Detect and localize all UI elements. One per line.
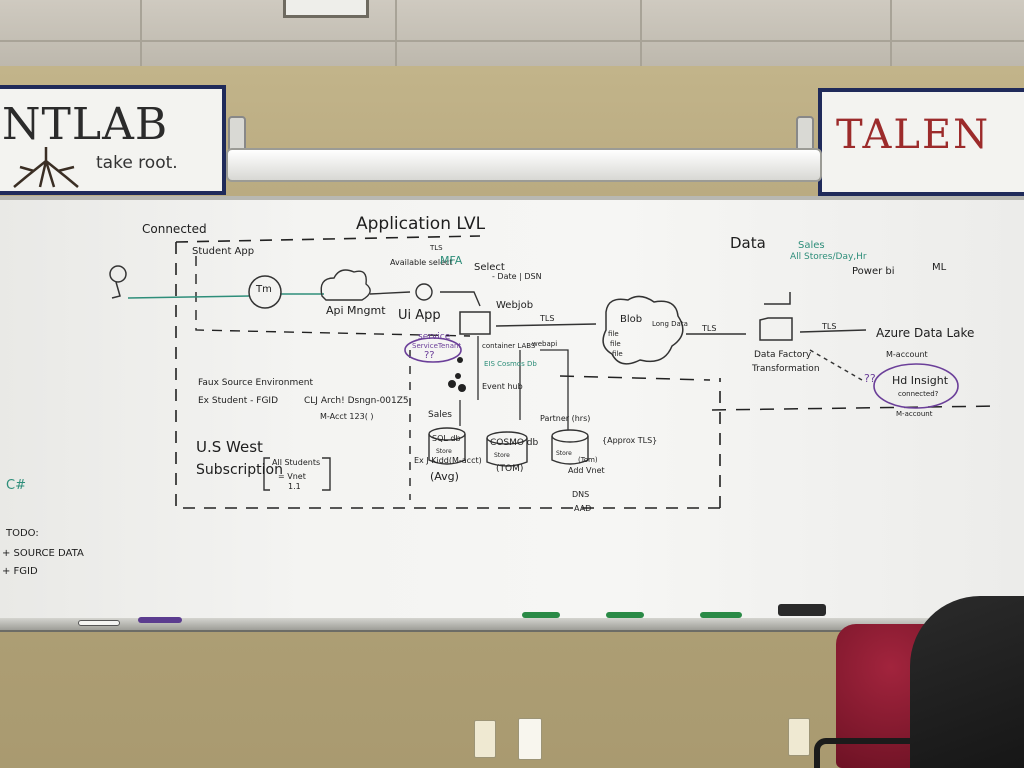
avg-label: (Avg) — [430, 470, 459, 483]
add-vnet-label: Add Vnet — [568, 466, 605, 475]
file-label: file — [608, 330, 619, 338]
ceiling-tile-seam — [395, 0, 397, 66]
csharp-label: C# — [6, 478, 26, 493]
file-label: file — [610, 340, 621, 348]
ex-kidd-label: Ex J Kidd(M-acct) — [414, 456, 482, 465]
eraser[interactable] — [778, 604, 826, 616]
hd-insight-label: Hd Insight — [892, 374, 949, 387]
right-banner: TALEN — [818, 88, 1024, 196]
question-label: ?? — [424, 350, 435, 361]
transformation-label: Transformation — [752, 364, 820, 374]
long-data-label: Long Data — [652, 320, 688, 328]
connected-label: Connected — [142, 222, 207, 236]
marker[interactable] — [78, 620, 120, 626]
m-account-label: M-account — [886, 350, 928, 359]
api-mgmt-label: Api Mngmt — [326, 304, 386, 317]
marker[interactable] — [700, 612, 742, 618]
all-stores-label: All Stores/Day,Hr — [790, 252, 867, 262]
ml-label: ML — [932, 262, 947, 273]
todo-fgid-label: + FGID — [2, 566, 38, 577]
partner-label: Partner (hrs) — [540, 414, 591, 423]
approx-tls-label: {Approx TLS} — [602, 436, 658, 445]
ex-student-label: Ex Student - FGID — [198, 396, 279, 406]
todo-label: TODO: — [6, 528, 39, 539]
data-title: Data — [730, 234, 766, 252]
aad-label: AAD — [574, 504, 592, 513]
tls-label: TLS — [540, 314, 555, 323]
tm-label: Tm — [256, 284, 272, 295]
application-level-title: Application LVL — [356, 214, 486, 234]
marker[interactable] — [522, 612, 560, 618]
ceiling-tile-seam — [0, 40, 1024, 42]
connected-question-label: connected? — [898, 390, 939, 398]
left-banner: NTLAB take root. — [0, 85, 226, 195]
service-tenant-label: ServiceTenant — [412, 342, 462, 350]
available-select-label: Available select — [390, 258, 453, 267]
m-acct-label: M-Acct 123( ) — [320, 412, 374, 421]
select-label: Select — [474, 262, 505, 273]
tls-label: TLS — [822, 322, 837, 331]
eis-cosmos-label: EIS Cosmos Db — [484, 360, 537, 368]
question-label: ?? — [864, 372, 876, 385]
azure-data-lake-label: Azure Data Lake — [876, 326, 975, 340]
tls-label: TLS — [702, 324, 717, 333]
blob-label: Blob — [620, 314, 643, 325]
m-account-label: M-account — [896, 410, 933, 418]
sql-db-label: SQL db — [432, 434, 461, 443]
webjob-label: Webjob — [496, 300, 534, 311]
todo-source-data-label: + SOURCE DATA — [2, 548, 84, 559]
event-hub-label: Event hub — [482, 382, 523, 391]
projector-screen-housing — [226, 148, 822, 182]
vnet-version-label: 1.1 — [288, 482, 301, 491]
date-dsn-label: - Date | DSN — [492, 272, 542, 281]
cosmo-db-label: COSMO db — [490, 438, 539, 448]
dns-label: DNS — [572, 490, 590, 499]
roots-icon — [13, 147, 79, 188]
sales-label: Sales — [798, 240, 825, 251]
ceiling — [0, 0, 1024, 66]
wall-plate — [474, 720, 496, 758]
whiteboard: Connected Student App Application LVL Tm… — [0, 196, 1024, 622]
file-label: file — [612, 350, 623, 358]
ceiling-tile-seam — [640, 0, 642, 66]
marker-tray — [0, 618, 980, 632]
service-label: service — [418, 332, 451, 342]
power-outlet — [518, 718, 542, 760]
sales-db-label: Sales — [428, 410, 452, 420]
ui-app-label: Ui App — [398, 308, 441, 323]
tls-label: TLS — [430, 244, 443, 252]
store-label: Store — [556, 450, 572, 457]
subscription-label: Subscription — [196, 462, 283, 478]
power-bi-label: Power bi — [852, 266, 895, 277]
left-banner-logo: NTLAB — [2, 99, 169, 150]
all-students-label: All Students — [272, 458, 321, 467]
store-label: Store — [494, 452, 510, 459]
tom-label: (TOM) — [496, 464, 524, 474]
container-labs-label: container LABS — [482, 342, 536, 350]
right-banner-logo: TALEN — [836, 112, 991, 158]
ceiling-tile-seam — [890, 0, 892, 66]
whiteboard-drawing — [109, 235, 1001, 509]
us-west-label: U.S West — [196, 438, 263, 456]
left-banner-tagline: take root. — [96, 153, 178, 173]
ceiling-light — [283, 0, 369, 18]
data-factory-label: Data Factory — [754, 350, 812, 360]
mfa-label: MFA — [440, 254, 463, 267]
ceiling-tile-seam — [140, 0, 142, 66]
clj-arch-label: CLJ Arch! Dsngn-001Z5 — [304, 396, 409, 406]
vnet-label: = Vnet — [278, 472, 306, 481]
tom-label: (Tom) — [578, 456, 598, 464]
faux-source-label: Faux Source Environment — [198, 378, 313, 388]
wall-plate — [788, 718, 810, 756]
person — [910, 596, 1024, 768]
webapi-label: webapi — [532, 340, 558, 348]
marker[interactable] — [138, 617, 182, 623]
student-app-label: Student App — [192, 246, 255, 257]
marker[interactable] — [606, 612, 644, 618]
store-label: Store — [436, 448, 452, 455]
